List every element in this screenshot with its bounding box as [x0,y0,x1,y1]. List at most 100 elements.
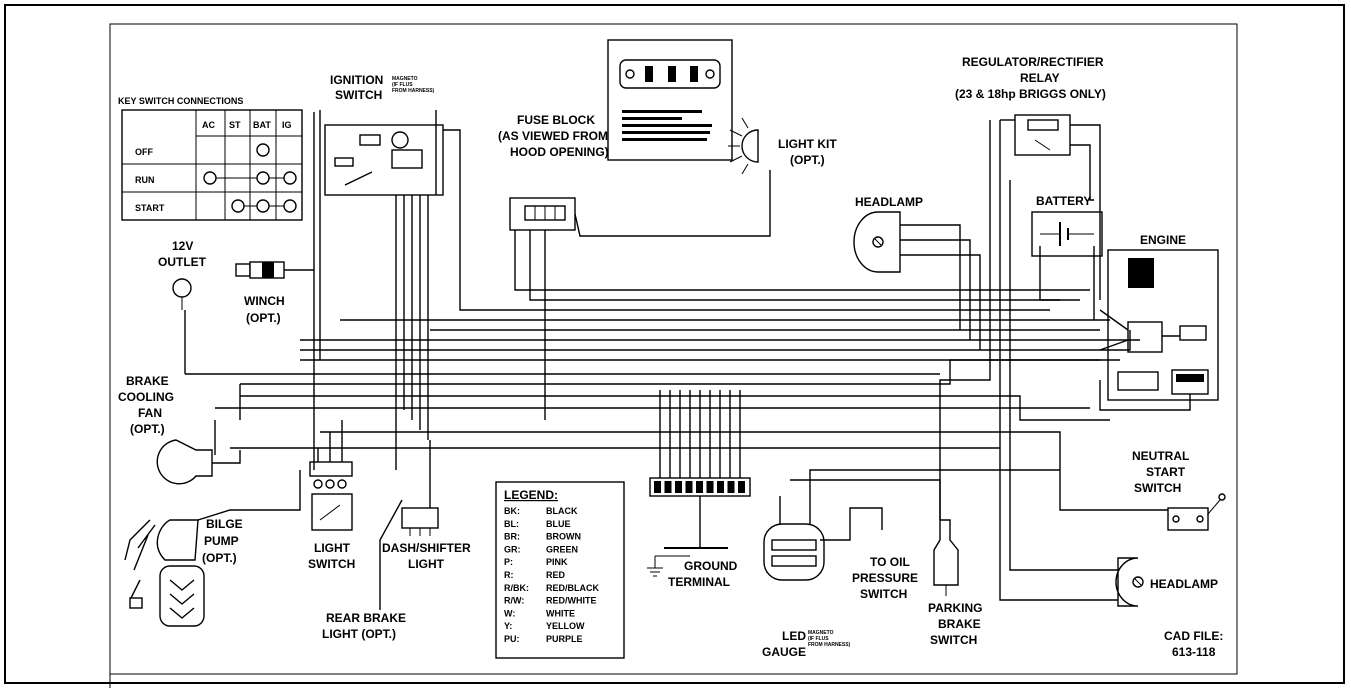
ground-pin [717,481,724,493]
battery: BATTERY [1031,194,1103,257]
neutral-label-1: NEUTRAL [1132,449,1189,463]
engine: ENGINE [1107,233,1219,401]
page-frame [4,4,1345,684]
legend-color-name: PURPLE [546,634,583,644]
legend-code: R: [504,570,514,580]
regulator-label-3: (23 & 18hp BRIGGS ONLY) [955,87,1106,101]
parking-label-2: BRAKE [938,617,981,631]
ground-pin [654,481,661,493]
regulator-label-2: RELAY [1020,71,1060,85]
key-col-ig: IG [282,120,292,130]
wiring-harness [184,110,1191,610]
ground-pin [685,481,693,493]
light-kit-label-1: LIGHT KIT [778,137,837,151]
ground-pin [738,481,745,493]
winch: WINCH (OPT.) [235,261,285,325]
legend-color-name: BLACK [546,506,578,516]
legend-color-name: BLUE [546,519,571,529]
led-gauge: LED GAUGE MAGNETO (IF FLUS FROM HARNESS) [762,523,851,659]
key-row-run: RUN [135,175,155,185]
light-switch: LIGHT SWITCH [308,461,355,571]
oil-label-3: SWITCH [860,587,907,601]
bilge-label-2: PUMP [204,534,239,548]
brake-cooling-fan: BRAKE COOLING FAN (OPT.) [118,374,213,485]
fan-label-1: BRAKE [126,374,169,388]
legend-color-name: GREEN [546,544,578,554]
legend-color-name: BROWN [546,532,581,542]
light-kit-label-2: (OPT.) [790,153,825,167]
ground-pin [696,481,703,493]
rear-brake-label-2: LIGHT (OPT.) [322,627,396,641]
ground-label-1: GROUND [684,559,738,573]
dash-light-label-1: DASH/SHIFTER [382,541,471,555]
legend: LEGEND: BK:BLACKBL:BLUEBR:BROWNGR:GREENP… [495,481,625,659]
oil-label-2: PRESSURE [852,571,918,585]
ignition-label-2: SWITCH [335,88,382,102]
fan-label-4: (OPT.) [130,422,165,436]
fuse-label-3: HOOD OPENING) [510,145,609,159]
svg-text:MAGNETO: MAGNETO [808,630,834,636]
cad-file-label-2: 613-118 [1172,645,1216,659]
parking-brake-switch: PARKING BRAKE SWITCH [928,519,982,647]
ground-pin [664,481,672,493]
regulator-label-1: REGULATOR/RECTIFIER [962,55,1104,69]
led-label-1: LED [782,629,806,643]
legend-code: P: [504,557,513,567]
headlamp-bottom-label: HEADLAMP [1150,577,1218,591]
legend-color-name: PINK [546,557,568,567]
ignition-switch: IGNITION SWITCH MAGNETO (IF FLUS FROM HA… [324,73,444,196]
light-switch-label-2: SWITCH [308,557,355,571]
fuse-label-2: (AS VIEWED FROM [498,129,608,143]
dash-light-label-2: LIGHT [408,557,445,571]
key-row-off: OFF [135,147,153,157]
legend-code: BR: [504,532,520,542]
engine-label: ENGINE [1140,233,1186,247]
fan-label-2: COOLING [118,390,174,404]
parking-label-3: SWITCH [930,633,977,647]
legend-title: LEGEND: [504,488,558,502]
legend-code: BK: [504,506,520,516]
dash-shifter-light: DASH/SHIFTER LIGHT [382,507,471,571]
svg-text:FROM HARNESS): FROM HARNESS) [808,642,851,648]
key-col-ac: AC [202,120,215,130]
legend-code: R/W: [504,596,524,606]
ground-label-2: TERMINAL [668,575,730,589]
light-kit: LIGHT KIT (OPT.) [728,117,837,175]
light-switch-label-1: LIGHT [314,541,351,555]
legend-color-name: YELLOW [546,621,585,631]
oil-label-1: TO OIL [870,555,910,569]
neutral-label-3: SWITCH [1134,481,1181,495]
battery-label: BATTERY [1036,194,1091,208]
bilge-label-1: BILGE [206,517,243,531]
rear-brake-light: REAR BRAKE LIGHT (OPT.) [322,611,406,641]
ground-pin [727,481,735,493]
legend-color-name: RED/WHITE [546,596,597,606]
legend-code: Y: [504,621,512,631]
cad-file: CAD FILE: 613-118 [1164,629,1223,659]
cad-file-label-1: CAD FILE: [1164,629,1223,643]
winch-label-2: (OPT.) [246,311,281,325]
headlamp-bottom: HEADLAMP [1115,557,1218,607]
key-col-st: ST [229,120,241,130]
ground-pin [706,481,714,493]
legend-code: W: [504,608,515,618]
legend-code: GR: [504,544,521,554]
winch-label-1: WINCH [244,294,285,308]
rear-brake-label-1: REAR BRAKE [326,611,406,625]
neutral-label-2: START [1146,465,1186,479]
ground-pin [675,481,682,493]
regulator-relay: REGULATOR/RECTIFIER RELAY (23 & 18hp BRI… [955,55,1106,156]
ground-terminal: GROUND TERMINAL [647,477,751,589]
oil-pressure-switch: TO OIL PRESSURE SWITCH [852,555,918,601]
parking-label-1: PARKING [928,601,982,615]
legend-color-name: WHITE [546,608,575,618]
svg-text:MAGNETO: MAGNETO [392,76,418,82]
fuse-detail-panel [607,39,733,161]
ignition-label-1: IGNITION [330,73,383,87]
headlamp-top: HEADLAMP [853,195,923,273]
key-switch-title: KEY SWITCH CONNECTIONS [118,96,243,106]
fuse-label-1: FUSE BLOCK [517,113,595,127]
bilge-label-3: (OPT.) [202,551,237,565]
key-row-start: START [135,203,165,213]
